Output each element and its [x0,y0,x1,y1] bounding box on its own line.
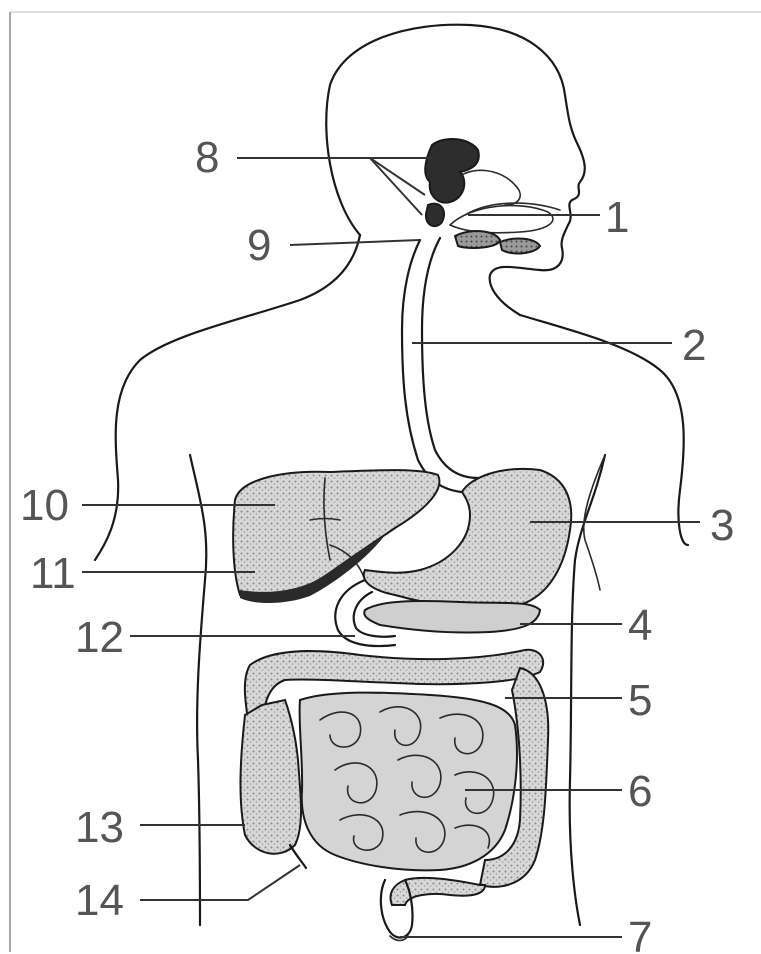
label-5: 5 [628,676,652,725]
label-9: 9 [247,221,271,270]
torso-right [570,455,605,925]
label-13: 13 [75,803,124,852]
label-11: 11 [30,549,76,598]
appendix [290,845,306,868]
ascending-colon [240,700,301,854]
pancreas-shape [364,601,540,633]
leader-8-branch-b [370,158,422,215]
parotid-lower [426,204,444,226]
esophagus-right-wall [422,238,478,478]
small-intestine [300,693,517,871]
label-10: 10 [20,481,69,530]
label-8: 8 [195,133,219,182]
torso-left [190,455,206,925]
small-intestine-mass [300,693,517,871]
label-4: 4 [628,601,652,650]
label-14: 14 [75,876,124,925]
tongue-outline [450,206,553,233]
label-1: 1 [605,193,629,242]
sublingual-gland [455,231,500,248]
pancreas [364,601,540,633]
submandibular-gland [500,239,540,254]
leader-9 [290,240,420,245]
label-3: 3 [710,501,734,550]
leader-14 [140,865,300,900]
label-6: 6 [628,767,652,816]
label-7: 7 [628,913,652,954]
esophagus-left-wall [402,240,462,492]
mouth-region [450,170,560,253]
label-2: 2 [682,321,706,370]
sigmoid-colon [391,878,485,905]
esophagus [402,238,478,492]
label-12: 12 [75,613,124,662]
